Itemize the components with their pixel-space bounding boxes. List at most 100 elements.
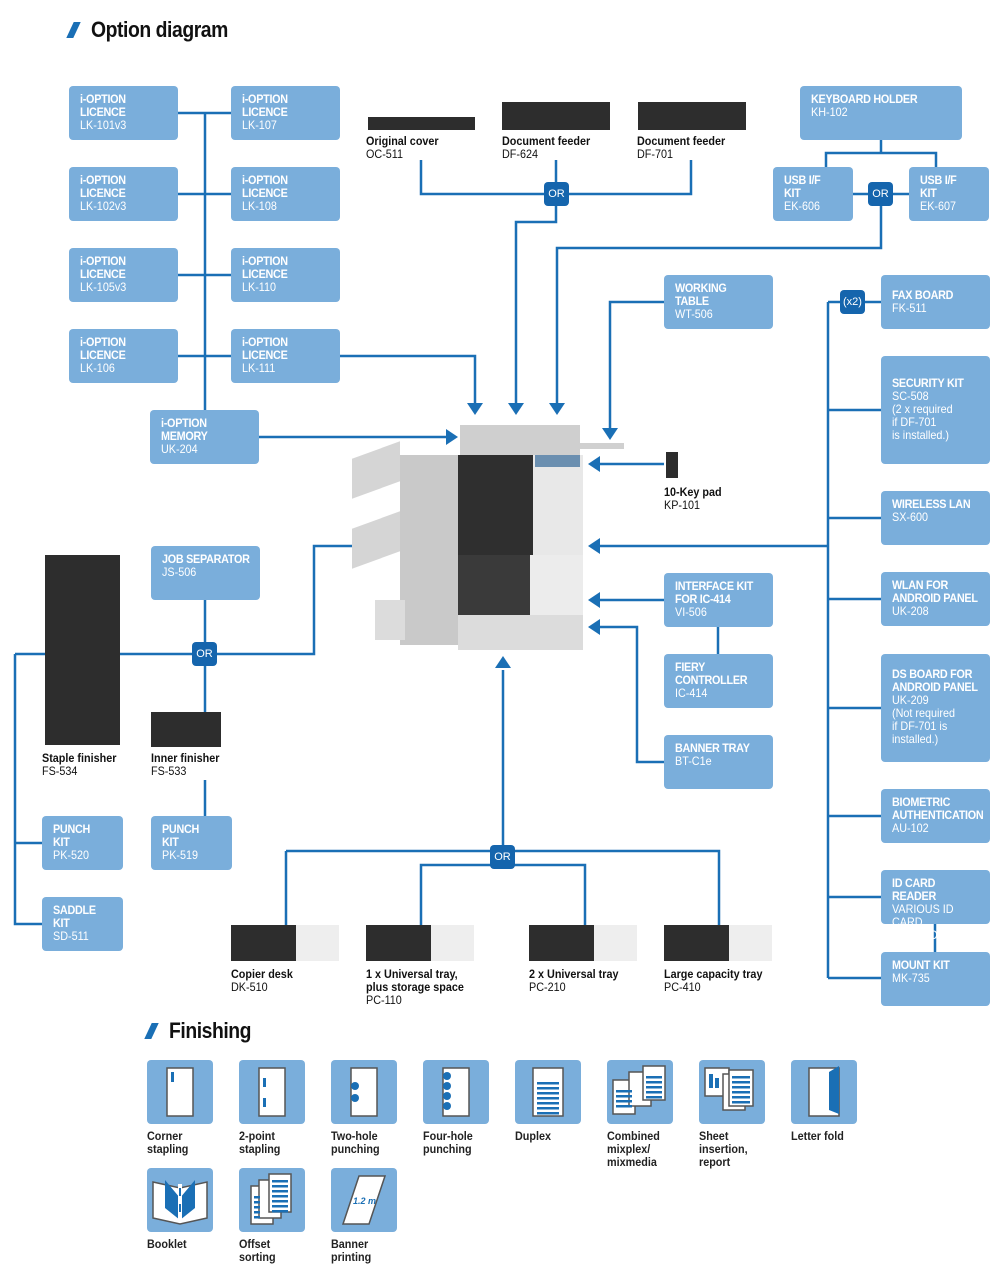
product-name: Document feeder — [502, 134, 591, 148]
option-title: i-OPTION LICENCE — [242, 254, 288, 281]
option-code: UK-208 — [892, 604, 929, 618]
option-title: KEYBOARD HOLDER — [811, 92, 918, 106]
connector-line — [340, 354, 477, 405]
booklet-icon — [147, 1168, 213, 1232]
product-image — [45, 555, 120, 745]
duplex-icon — [515, 1060, 581, 1124]
finishing-label: Letter fold — [791, 1129, 844, 1143]
finishing-label: Sheet insertion, report — [699, 1129, 748, 1169]
option-title: SADDLE KIT — [53, 903, 96, 930]
product-code: KP-101 — [664, 498, 701, 512]
connector-line — [515, 849, 721, 925]
product-image — [638, 102, 746, 130]
option-title: USB I/F KIT — [784, 173, 821, 200]
corner-staple-icon — [147, 1060, 213, 1124]
option-code: LK-110 — [242, 280, 277, 294]
arrow-icon — [549, 403, 565, 415]
option-code: BT-C1e — [675, 754, 712, 768]
product-image — [664, 925, 772, 961]
product-name: 10-Key pad — [664, 485, 722, 499]
product-code: DF-701 — [637, 147, 674, 161]
product-name: Original cover — [366, 134, 439, 148]
finishing-label: Duplex — [515, 1129, 552, 1143]
connector-line — [600, 625, 664, 764]
multiplier-badge: (x2) — [840, 290, 865, 314]
product-code: FS-533 — [151, 764, 187, 778]
option-title: BANNER TRAY — [675, 741, 750, 755]
option-code: VI-506 — [675, 605, 707, 619]
option-title: FAX BOARD — [892, 288, 954, 302]
sheet-insertion-icon — [699, 1060, 765, 1124]
option-title: i-OPTION LICENCE — [80, 173, 126, 200]
option-code: VARIOUS ID CARD TECHNOLOGIES — [892, 902, 978, 942]
finishing-label: Four-hole punching — [423, 1129, 473, 1156]
arrow-icon — [588, 538, 600, 554]
connector-line — [419, 863, 587, 925]
arrow-icon — [602, 428, 618, 440]
option-code: IC-414 — [675, 686, 708, 700]
connector-line — [568, 160, 693, 196]
option-code: UK-209 (Not required if DF-701 is instal… — [892, 693, 956, 746]
option-title: i-OPTION LICENCE — [242, 335, 288, 362]
option-code: EK-607 — [920, 199, 957, 213]
arrow-icon — [446, 429, 458, 445]
two-point-staple-icon — [239, 1060, 305, 1124]
option-code: FK-511 — [892, 301, 927, 315]
option-title: i-OPTION LICENCE — [80, 335, 126, 362]
option-title: MOUNT KIT — [892, 958, 950, 972]
option-code: PK-519 — [162, 848, 199, 862]
product-code: PC-210 — [529, 980, 566, 994]
option-title: SECURITY KIT — [892, 376, 964, 390]
option-title: i-OPTION LICENCE — [80, 92, 126, 119]
mixplex-icon — [607, 1060, 673, 1124]
option-code: AU-102 — [892, 821, 929, 835]
option-title: BIOMETRIC AUTHENTICATION — [892, 795, 984, 822]
two-hole-punch-icon — [331, 1060, 397, 1124]
option-code: EK-606 — [784, 199, 821, 213]
connector-line — [514, 206, 558, 405]
option-code: LK-105v3 — [80, 280, 127, 294]
option-title: i-OPTION LICENCE — [80, 254, 126, 281]
product-code: DF-624 — [502, 147, 539, 161]
product-code: DK-510 — [231, 980, 268, 994]
option-title: PUNCH KIT — [53, 822, 91, 849]
